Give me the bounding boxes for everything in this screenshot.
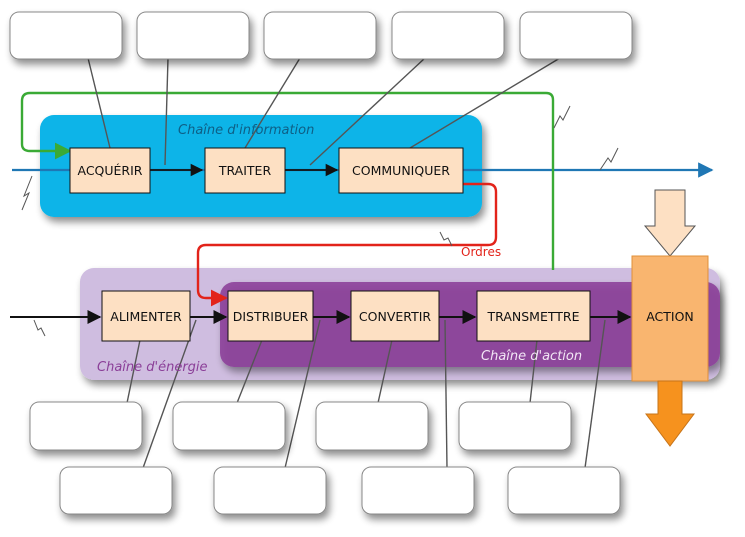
annotation-box-top-3[interactable] — [263, 11, 377, 60]
flash-icon — [599, 147, 619, 171]
action-label: ACTION — [646, 309, 694, 324]
block-transmettre-label: TRANSMETTRE — [487, 309, 580, 324]
annotation-box-middle-1[interactable] — [29, 401, 143, 451]
annotation-box-top-1[interactable] — [9, 11, 123, 60]
block-distribuer-label: DISTRIBUER — [233, 309, 309, 324]
action-chain — [220, 282, 720, 367]
orders-line — [196, 182, 498, 307]
flash-icon — [33, 319, 46, 337]
flash-icon — [553, 105, 571, 129]
block-transmettre: TRANSMETTRE — [476, 290, 591, 342]
annotation-boxes-top — [9, 11, 633, 60]
energy-chain-label: Chaîne d'énergie — [97, 360, 208, 375]
block-communiquer-label: COMMUNIQUER — [352, 163, 450, 178]
flash-icon — [21, 175, 33, 211]
action-box — [631, 255, 709, 382]
information-chain-label: Chaîne d'information — [178, 123, 314, 138]
block-alimenter-label: ALIMENTER — [110, 309, 182, 324]
annotation-box-middle-3[interactable] — [315, 401, 429, 451]
annotation-box-top-4[interactable] — [391, 11, 505, 60]
block-distribuer: DISTRIBUER — [227, 290, 314, 342]
flash-icon — [439, 231, 453, 247]
orders-label: Ordres — [461, 245, 501, 259]
annotation-boxes-bottom — [59, 466, 621, 515]
annotation-box-middle-4[interactable] — [458, 401, 572, 451]
block-alimenter: ALIMENTER — [101, 290, 191, 342]
annotation-box-top-5[interactable] — [519, 11, 633, 60]
action-chain-bg — [220, 282, 720, 367]
annotation-box-bottom-4[interactable] — [507, 466, 621, 515]
annotation-box-middle-2[interactable] — [172, 401, 286, 451]
block-traiter: TRAITER — [204, 147, 286, 194]
block-acquerir: ACQUÉRIR — [69, 147, 151, 194]
action-block: ACTION — [631, 189, 709, 447]
annotation-box-top-2[interactable] — [136, 11, 250, 60]
action-chain-label: Chaîne d'action — [481, 349, 582, 364]
action-output-arrow — [645, 380, 695, 447]
flash-symbols — [21, 105, 619, 337]
block-acquerir-label: ACQUÉRIR — [77, 163, 142, 178]
block-convertir-label: CONVERTIR — [359, 309, 431, 324]
feedback-line — [20, 91, 555, 270]
block-communiquer: COMMUNIQUER — [338, 147, 464, 194]
annotation-box-bottom-1[interactable] — [59, 466, 173, 515]
annotation-box-bottom-2[interactable] — [213, 466, 327, 515]
callout-lines — [87, 57, 606, 469]
block-convertir: CONVERTIR — [350, 290, 440, 342]
annotation-boxes-middle — [29, 401, 572, 451]
action-input-arrow — [643, 189, 697, 257]
annotation-box-bottom-3[interactable] — [361, 466, 475, 515]
block-traiter-label: TRAITER — [218, 163, 272, 178]
